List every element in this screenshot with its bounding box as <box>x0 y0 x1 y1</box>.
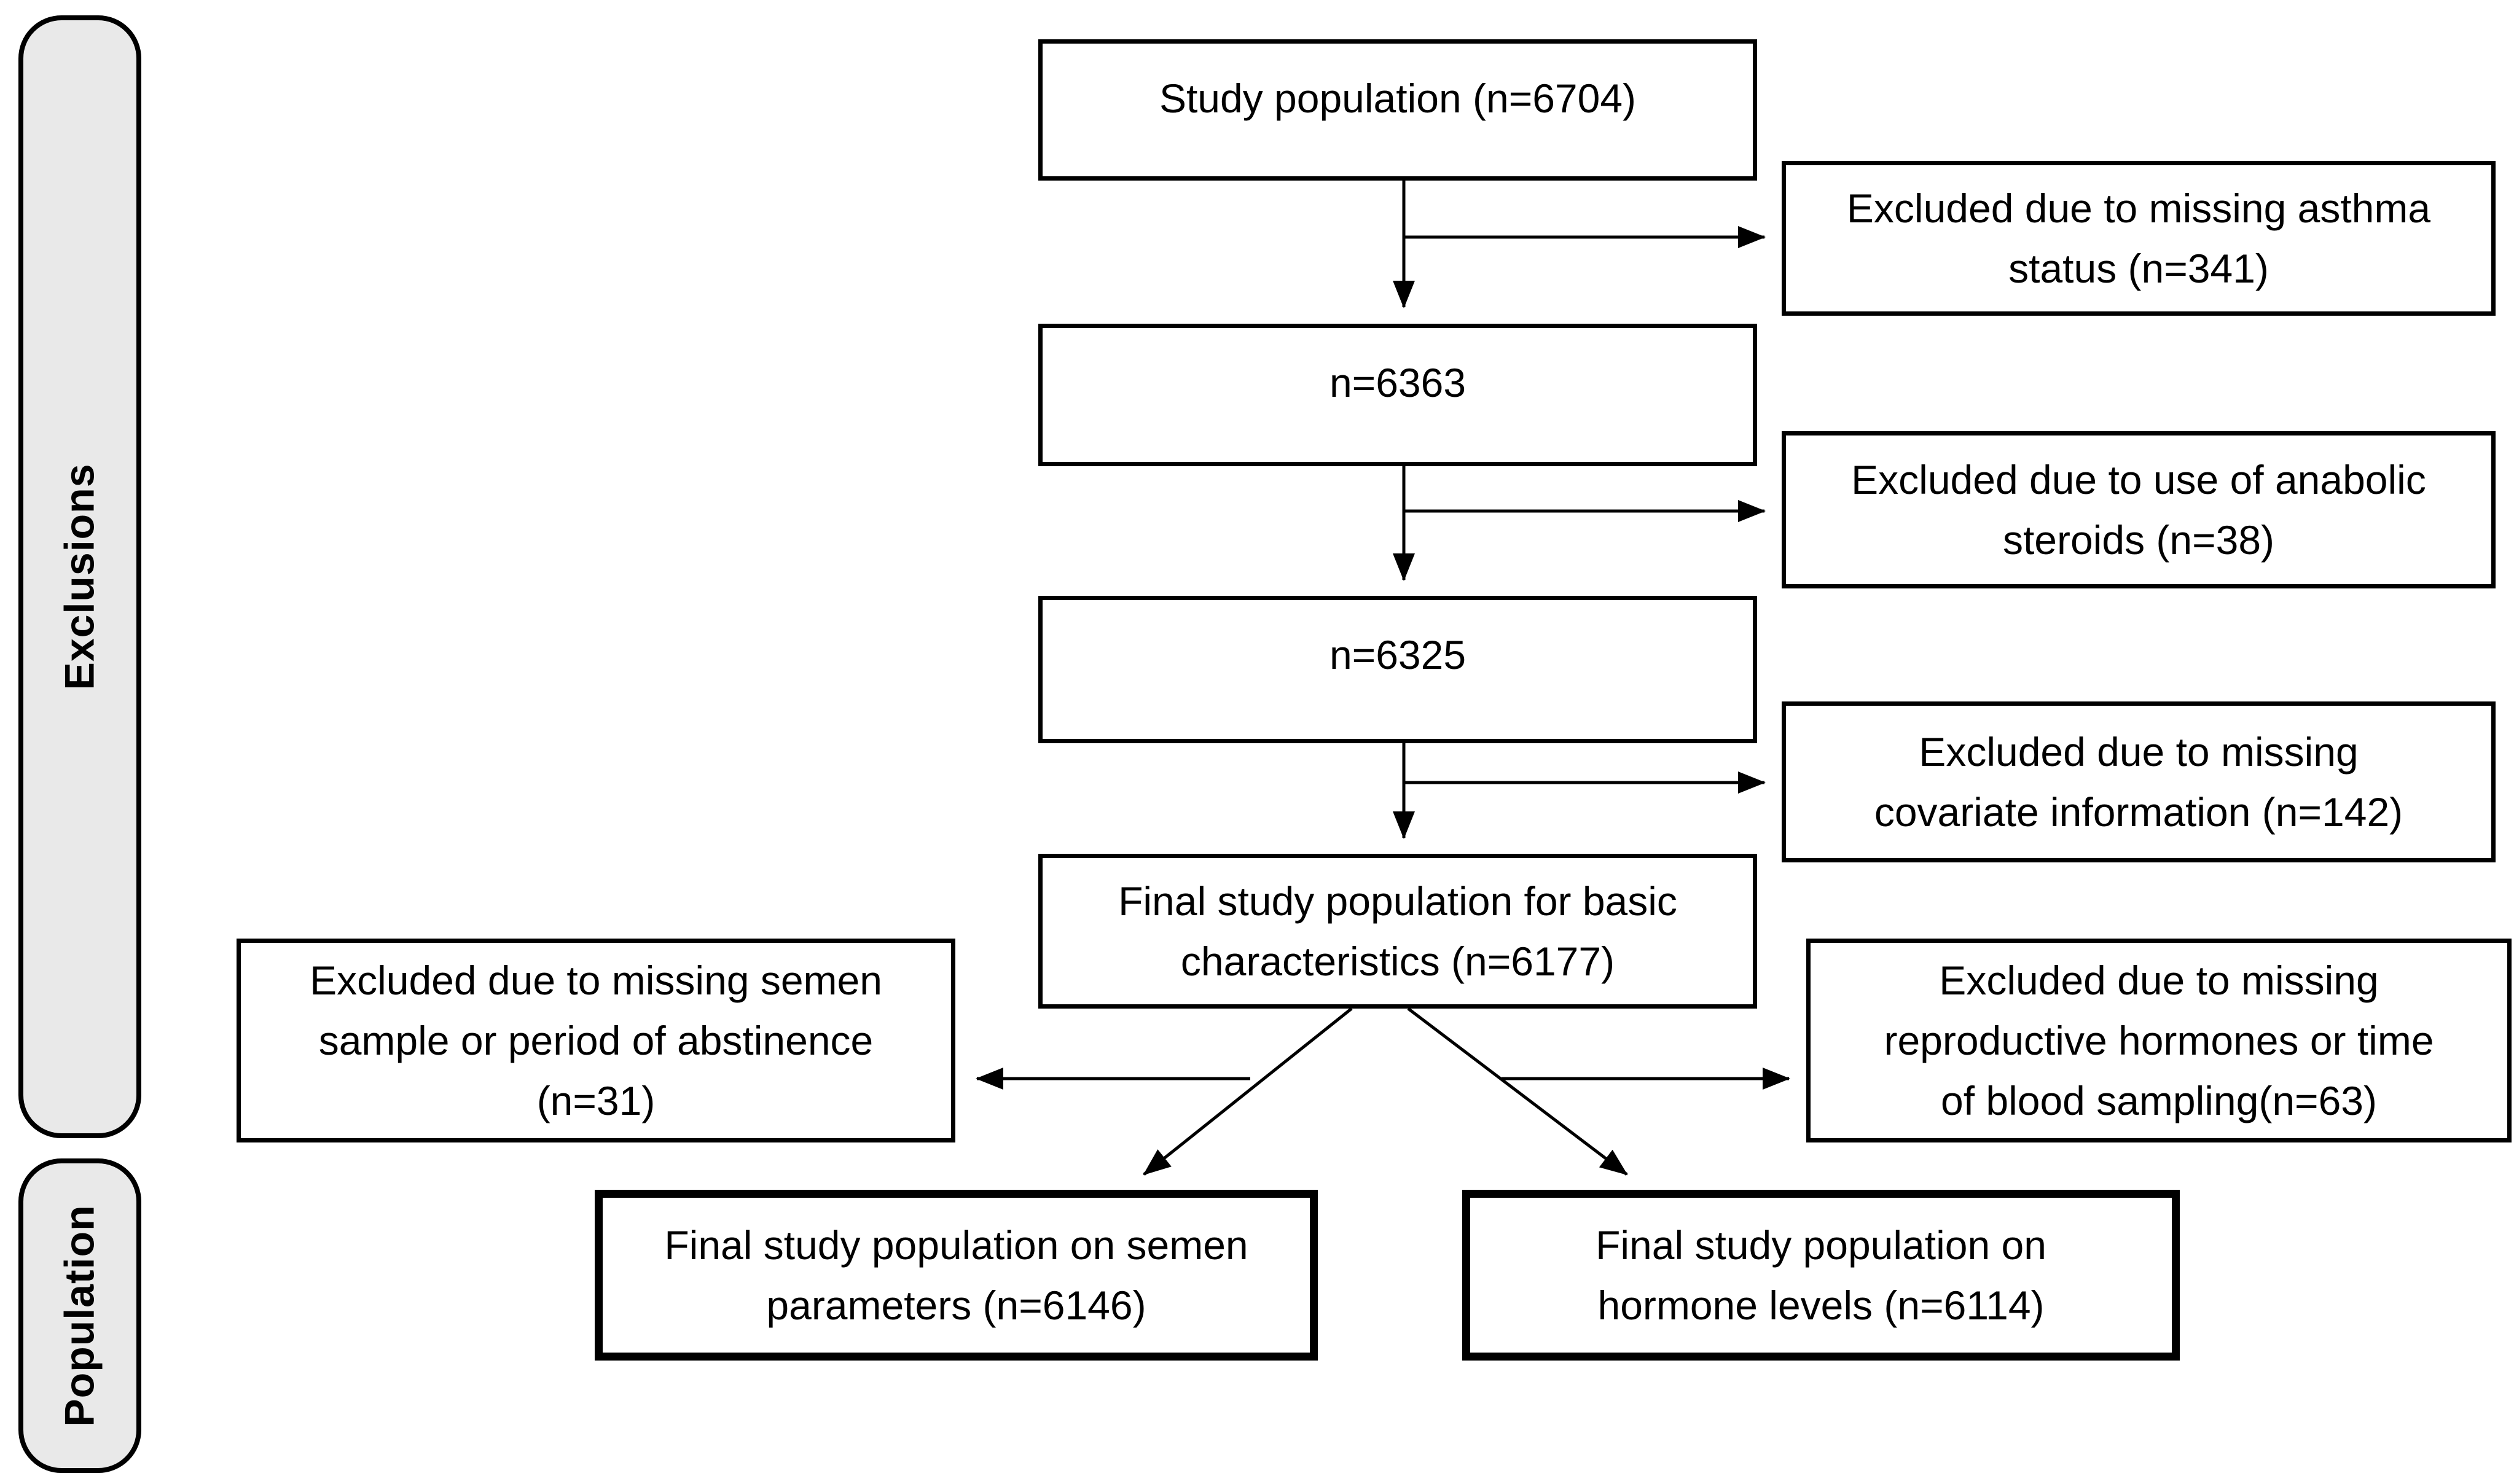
exclusion-box-hormones: Excluded due to missing reproductive hor… <box>1806 939 2512 1142</box>
node-final-basic-text-line2: characteristics (n=6177) <box>1180 939 1615 984</box>
exclusion-hormones-line2: reproductive hormones or time <box>1884 1018 2434 1063</box>
node-study-population-text: Study population (n=6704) <box>1159 76 1637 121</box>
node-final-hormone-line1: Final study population on <box>1596 1222 2046 1268</box>
node-final-semen-line2: parameters (n=6146) <box>766 1283 1146 1328</box>
node-study-population: Study population (n=6704) <box>1038 39 1757 181</box>
arrow-final-basic-to-semen-parameters <box>1143 1007 1353 1176</box>
node-after-asthma-text: n=6363 <box>1329 360 1466 405</box>
exclusion-hormones-line3: of blood sampling(n=63) <box>1941 1078 2377 1123</box>
exclusion-hormones-line1: Excluded due to missing <box>1939 958 2379 1003</box>
population-label: Population <box>57 1205 104 1427</box>
node-after-asthma-exclusion: n=6363 <box>1038 324 1757 466</box>
node-final-basic-characteristics: Final study population for basic charact… <box>1038 854 1757 1009</box>
node-final-hormone-line2: hormone levels (n=6114) <box>1597 1283 2045 1328</box>
exclusion-semen-line3: (n=31) <box>536 1078 656 1123</box>
exclusion-asthma-line2: status (n=341) <box>2008 246 2269 291</box>
exclusion-covariate-line1: Excluded due to missing <box>1919 729 2359 775</box>
arrow-final-basic-to-hormone-levels <box>1407 1007 1628 1176</box>
exclusion-covariate-line2: covariate information (n=142) <box>1874 789 2403 835</box>
exclusion-semen-line1: Excluded due to missing semen <box>310 958 882 1003</box>
category-pill-population: Population <box>18 1158 141 1473</box>
node-after-steroids-exclusion: n=6325 <box>1038 596 1757 743</box>
exclusion-box-covariate: Excluded due to missing covariate inform… <box>1782 701 2496 862</box>
exclusion-steroids-line2: steroids (n=38) <box>2002 517 2275 563</box>
exclusion-box-semen-sample: Excluded due to missing semen sample or … <box>237 939 955 1142</box>
exclusion-asthma-line1: Excluded due to missing asthma <box>1846 186 2431 231</box>
exclusion-box-asthma: Excluded due to missing asthma status (n… <box>1782 161 2496 316</box>
node-final-basic-text-line1: Final study population for basic <box>1118 878 1677 924</box>
exclusion-steroids-line1: Excluded due to use of anabolic <box>1851 457 2426 502</box>
exclusion-semen-line2: sample or period of abstinence <box>318 1018 874 1063</box>
node-after-steroids-text: n=6325 <box>1329 632 1466 678</box>
category-pill-exclusions: Exclusions <box>18 15 141 1138</box>
exclusions-label: Exclusions <box>57 463 103 690</box>
node-final-hormone-levels: Final study population on hormone levels… <box>1462 1190 2180 1361</box>
node-final-semen-parameters: Final study population on semen paramete… <box>595 1190 1318 1361</box>
node-final-semen-line1: Final study population on semen <box>664 1222 1248 1268</box>
exclusion-box-steroids: Excluded due to use of anabolic steroids… <box>1782 431 2496 588</box>
